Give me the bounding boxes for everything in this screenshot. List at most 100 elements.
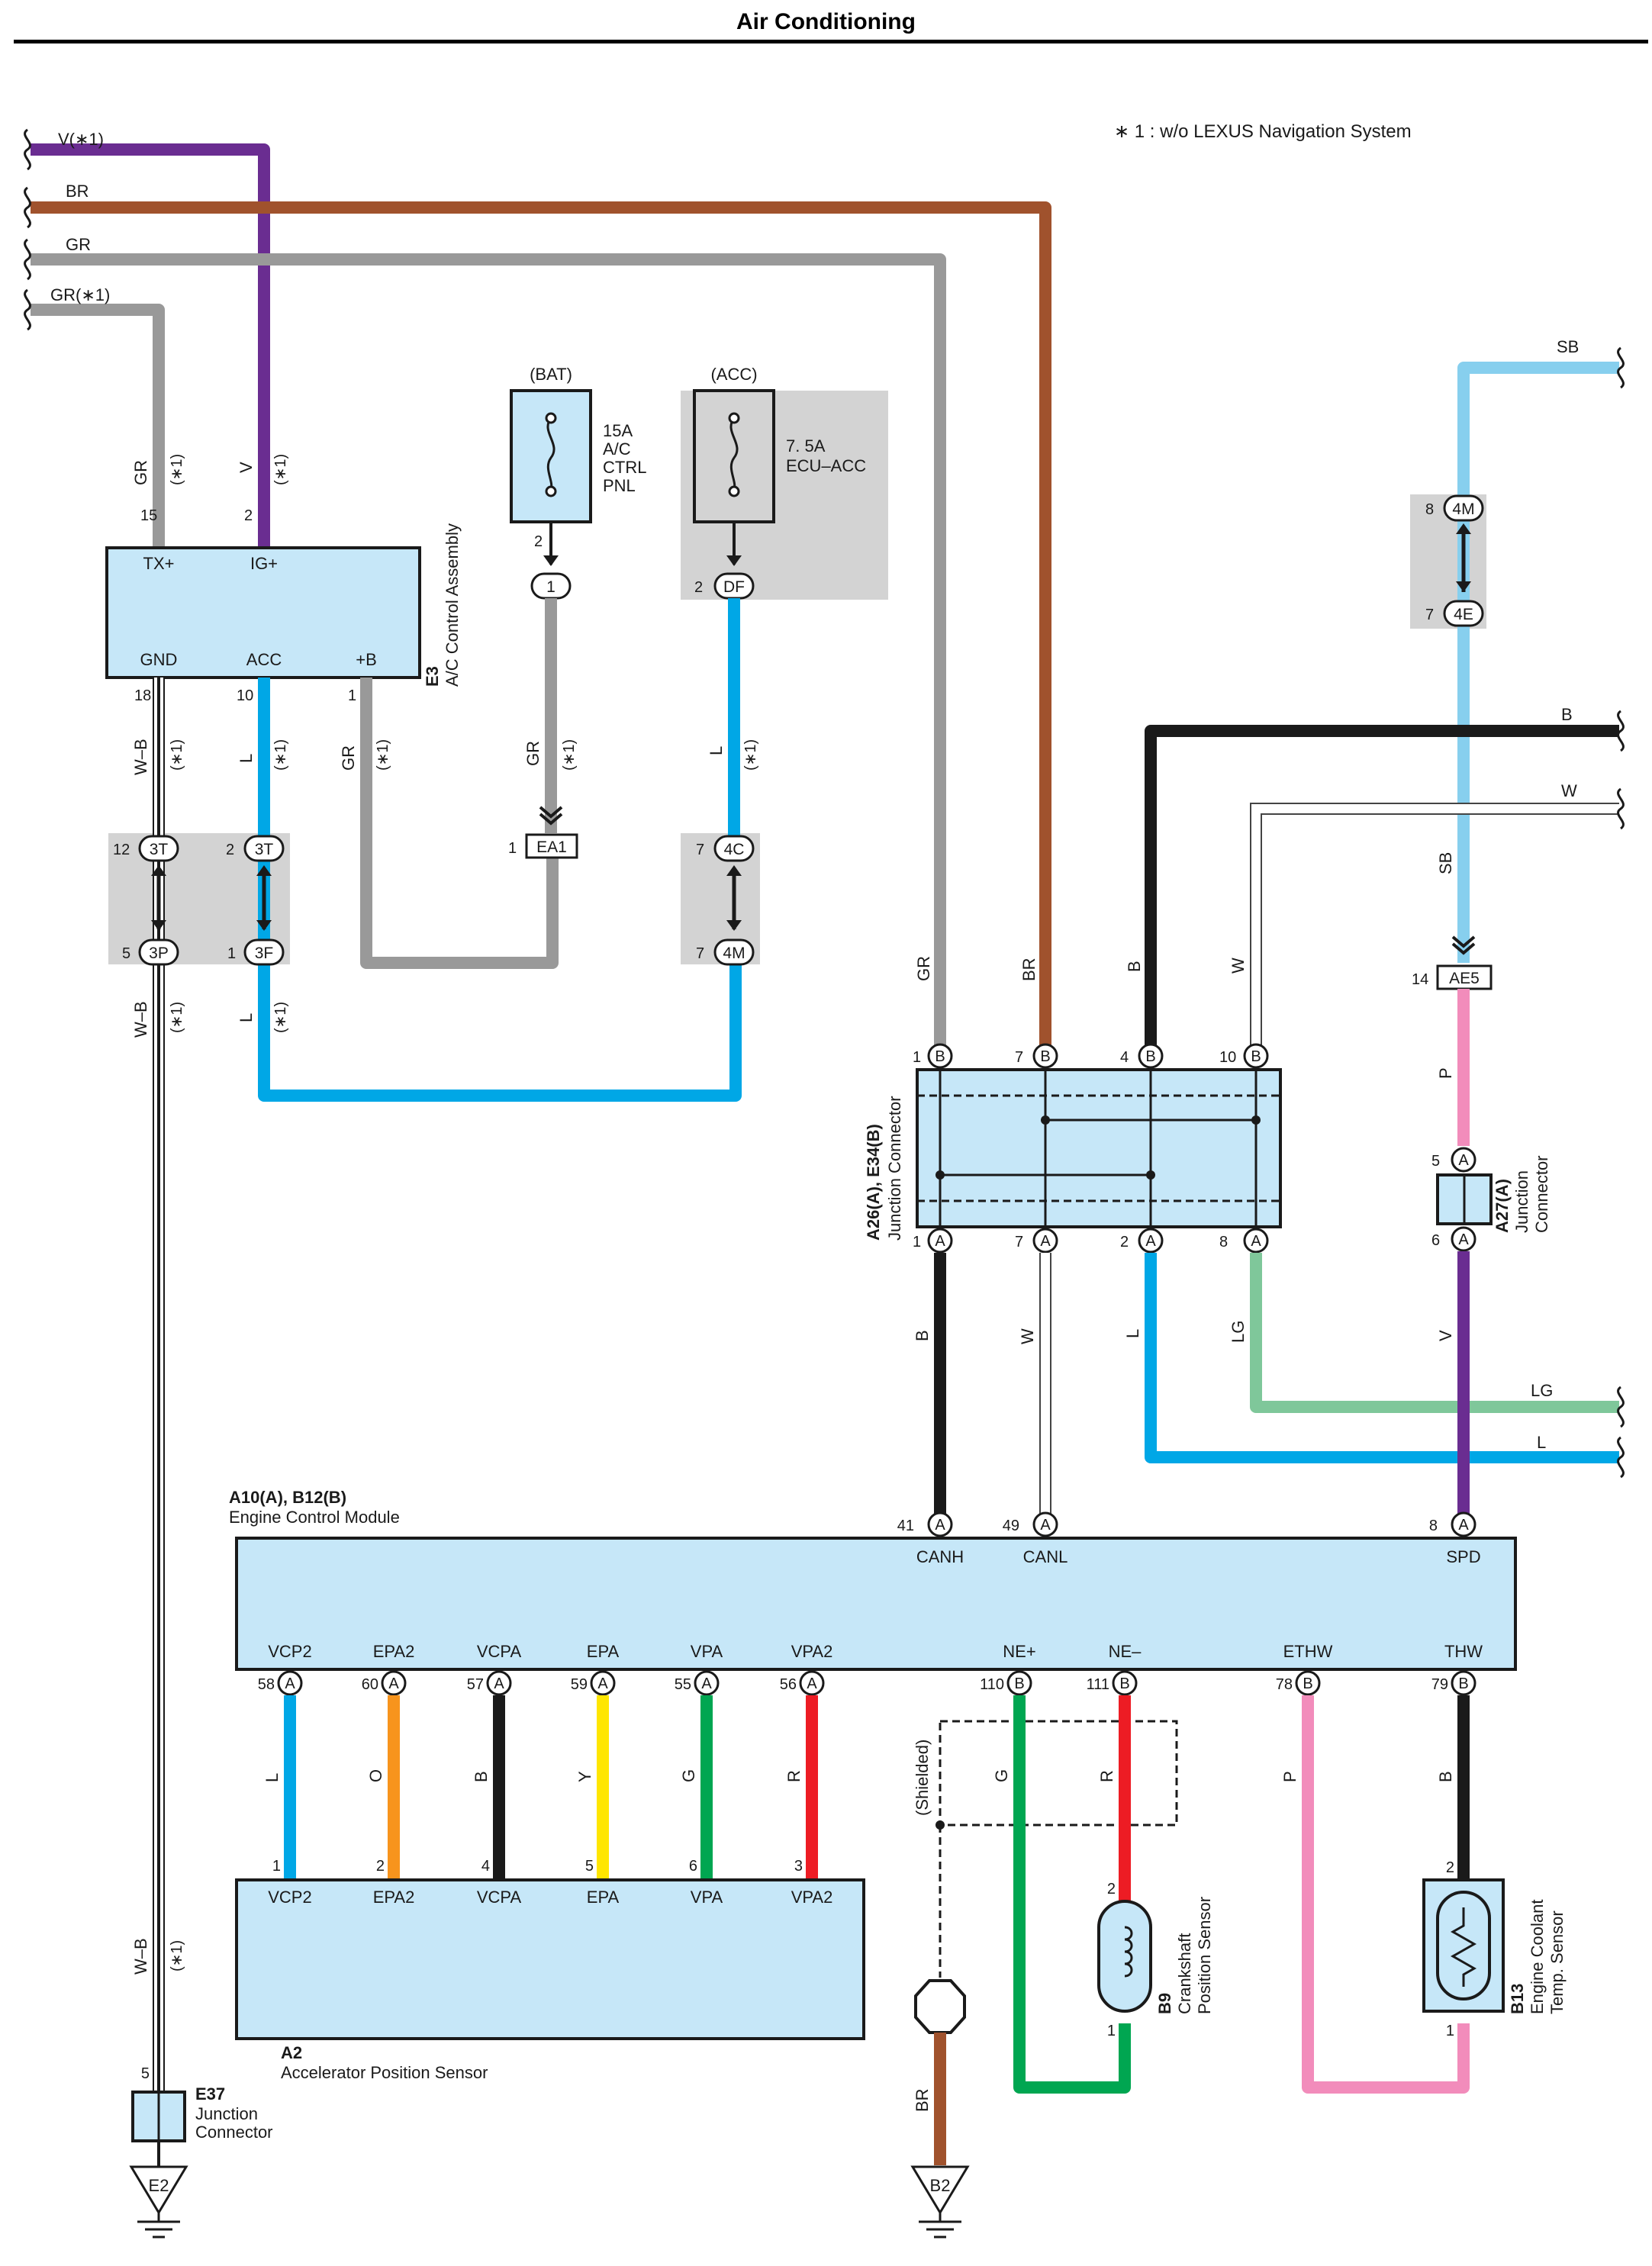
- left-wire-label-gr: GR: [66, 235, 91, 254]
- a2-term-5: VPA2: [791, 1888, 833, 1907]
- ground-e2: [129, 2165, 188, 2215]
- a2-pin-num-4: 6: [689, 1858, 697, 1875]
- ecm-top-term-0: CANH: [916, 1547, 964, 1566]
- left-wire-label-v: V(∗1): [58, 130, 104, 149]
- junction-arrow-down-0: [151, 920, 166, 931]
- a26-bot-pin-2-label: A: [1145, 1233, 1156, 1250]
- a26-splice-0: [1041, 1115, 1050, 1125]
- a26-top-pin-3-label: B: [1251, 1048, 1261, 1065]
- connector-4m-a-label: 4M: [723, 945, 745, 962]
- ea1-chevron-2: [539, 813, 563, 826]
- wire-label-gr-ea1: GR: [523, 741, 543, 766]
- ecm-bottom-pin-3-label: A: [597, 1675, 608, 1692]
- pin-1b: 1: [508, 840, 517, 857]
- wire-label-r-ne: R: [1097, 1770, 1116, 1782]
- wire-label-p-ethw: P: [1280, 1771, 1299, 1782]
- e3-pin-15: 15: [140, 507, 157, 524]
- wire-label-l-3f: L: [237, 1013, 256, 1022]
- a26-bot-pin-3-label: A: [1251, 1233, 1261, 1250]
- ecm-top-pin-num-0: 41: [897, 1518, 914, 1534]
- a26-bot-pin-num-2: 2: [1120, 1234, 1129, 1250]
- a26-bot-pin-0-label: A: [935, 1233, 945, 1250]
- junction-arrow-up-1: [256, 865, 272, 876]
- wire-label-p-a27: P: [1436, 1067, 1455, 1079]
- wire-br-top: [31, 201, 1051, 1056]
- ecm-bottom-pin-num-6: 110: [980, 1676, 1004, 1693]
- pin-8a: 8: [1425, 501, 1434, 518]
- ecm-bottom-pin-6-label: B: [1014, 1675, 1024, 1692]
- a26-splice-2: [935, 1170, 945, 1180]
- connector-ae5-label: AE5: [1449, 970, 1480, 987]
- ecm-bottom-term-3: EPA: [587, 1642, 620, 1661]
- a26-bot-pin-num-1: 7: [1015, 1234, 1023, 1250]
- a26-box: [916, 1068, 1282, 1228]
- pin-12: 12: [113, 842, 130, 858]
- fuse-bat-element: [546, 417, 555, 491]
- wire-label-b-a26: B: [1125, 961, 1144, 972]
- b13-name-1: Temp. Sensor: [1547, 1910, 1567, 2014]
- a2-pin-num-0: 1: [272, 1858, 281, 1875]
- right-wire-label-l: L: [1537, 1433, 1546, 1452]
- right-break-mark-lg: [1617, 1386, 1625, 1428]
- ecm-top-pin-num-1: 49: [1003, 1518, 1019, 1534]
- a26-name: Junction Connector: [885, 1096, 904, 1241]
- a2-pin-num-1: 2: [376, 1858, 385, 1875]
- a26-bot-pin-num-3: 8: [1219, 1234, 1228, 1250]
- fuse-bat-term-b: [545, 485, 557, 497]
- footnote-text: ∗ 1 : w/o LEXUS Navigation System: [1114, 121, 1412, 142]
- a27-pin-bottom: [1451, 1226, 1476, 1252]
- b9-name-0: Crankshaft: [1175, 1933, 1194, 2014]
- junction-arrow-down-4m: [1456, 581, 1471, 592]
- right-break-mark-sb: [1617, 346, 1625, 389]
- b9-pin-top: 2: [1107, 1881, 1116, 1897]
- wire-label-l-10: L: [237, 754, 256, 763]
- connector-1-label: 1: [546, 578, 555, 596]
- junction-arrow-down-1: [256, 920, 272, 931]
- ecm-bottom-pin-5: [799, 1670, 825, 1696]
- a2-term-2: VCPA: [477, 1888, 522, 1907]
- a2-box: [235, 1878, 865, 2040]
- b13-resistor-icon: [1450, 1907, 1477, 1987]
- connector-ea1-label: EA1: [536, 838, 567, 856]
- ecm-bottom-pin-2: [486, 1670, 512, 1696]
- b9-pin-bottom: 1: [1107, 2023, 1116, 2039]
- ecm-bottom-pin-num-3: 59: [571, 1676, 588, 1693]
- wire-label-s1-h: (∗1): [169, 1002, 185, 1033]
- shield-ground-terminal: [914, 1979, 966, 2034]
- a26-splice-3: [1146, 1170, 1155, 1180]
- a27-name-1: Connector: [1532, 1155, 1551, 1233]
- connector-ea1: [525, 833, 578, 859]
- fuse-acc-term-b: [728, 485, 740, 497]
- right-wire-label-sb: SB: [1557, 337, 1579, 356]
- ecm-bottom-pin-num-1: 60: [362, 1676, 378, 1693]
- ecm-bottom-pin-7: [1112, 1670, 1138, 1696]
- e3-term-igplus: IG+: [250, 554, 278, 573]
- wire-label-s1-i: (∗1): [272, 1002, 289, 1033]
- b9-code: B9: [1155, 1993, 1174, 2014]
- ae5-chevron-2: [1451, 942, 1476, 955]
- b13-thermistor-icon: [1436, 1891, 1491, 2000]
- fuse-acc-supply: (ACC): [710, 365, 757, 384]
- a27-pin-top: [1451, 1147, 1476, 1173]
- ecm-top-pin-1: [1032, 1511, 1058, 1537]
- ea1-chevron-1: [539, 806, 563, 819]
- a26-bot-pin-1: [1032, 1228, 1058, 1254]
- connector-3p: [138, 938, 179, 966]
- e37-code: E37: [195, 2084, 225, 2103]
- ecm-bottom-pin-4: [694, 1670, 720, 1696]
- connector-3p-label: 3P: [149, 945, 169, 962]
- a2-pin-num-2: 4: [481, 1858, 490, 1875]
- e37-name-1: Connector: [195, 2123, 273, 2142]
- connector-4m-b-label: 4M: [1452, 501, 1474, 518]
- ecm-bottom-term-7: NE–: [1109, 1642, 1142, 1661]
- wire-l-right: [1145, 1253, 1619, 1463]
- e3-term-plusb: +B: [356, 650, 377, 669]
- a2-term-3: EPA: [587, 1888, 620, 1907]
- wire-label-lg-8: LG: [1229, 1321, 1248, 1343]
- ecm-bottom-pin-num-4: 55: [675, 1676, 691, 1693]
- wire-label-v-e3: V: [237, 462, 256, 473]
- b13-code: B13: [1508, 1984, 1527, 2014]
- a26-top-pin-0-label: B: [935, 1048, 945, 1065]
- connector-4m-b: [1443, 494, 1484, 522]
